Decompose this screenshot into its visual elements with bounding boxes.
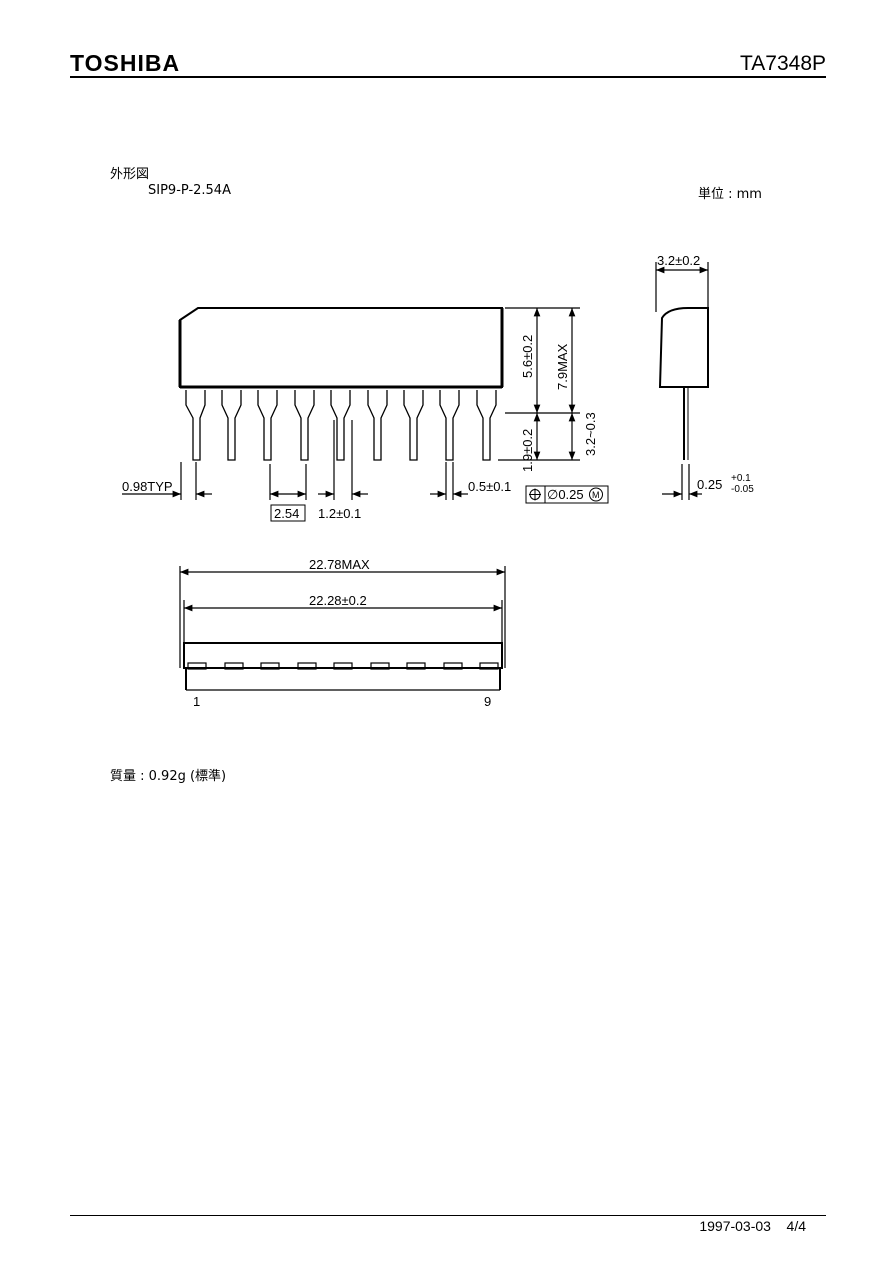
part-number: TA7348P xyxy=(740,52,826,75)
leads xyxy=(185,390,497,461)
package-name: SIP9-P-2.54A xyxy=(148,183,231,198)
dim-side-width: 3.2±0.2 xyxy=(657,253,700,268)
unit-label: 単位 : mm xyxy=(698,187,762,202)
dim-position-tol: ∅0.25 xyxy=(547,487,584,502)
dim-lead-tol-plus: +0.1 xyxy=(731,473,751,484)
dim-lead-thickness: 0.25 xyxy=(697,477,722,492)
brand-logo: TOSHIBA xyxy=(70,50,181,76)
bottom-leads xyxy=(187,662,499,670)
dim-lead-length: 1.9±0.2 xyxy=(520,429,535,472)
dim-lead-width: 0.5±0.1 xyxy=(468,479,511,494)
header-rule xyxy=(70,76,826,78)
mass-note: 質量 : 0.92g (標準) xyxy=(110,769,227,784)
dim-lead-tol-minus: -0.05 xyxy=(731,484,754,495)
dim-position-mod: M xyxy=(592,490,600,500)
footer-rule xyxy=(70,1215,826,1216)
side-view-body xyxy=(658,307,709,388)
dim-total-height: 7.9MAX xyxy=(555,343,570,390)
dim-overall-length: 22.78MAX xyxy=(309,557,370,572)
footer-date: 1997-03-03 xyxy=(699,1218,771,1234)
pin-9-label: 9 xyxy=(484,694,491,709)
dim-shoulder-width: 1.2±0.1 xyxy=(318,506,361,521)
footer: 1997-03-03 4/4 xyxy=(699,1218,806,1234)
bottom-view-body xyxy=(183,642,503,669)
dim-lead-span: 3.2~0.3 xyxy=(583,412,598,456)
section-title: 外形図 xyxy=(110,167,150,182)
pin-1-label: 1 xyxy=(193,694,200,709)
dim-typ-offset: 0.98TYP xyxy=(122,479,173,494)
dim-body-length: 22.28±0.2 xyxy=(309,593,367,608)
dim-pitch: 2.54 xyxy=(274,506,299,521)
dim-body-height: 5.6±0.2 xyxy=(520,335,535,378)
package-body xyxy=(179,307,503,388)
footer-page: 4/4 xyxy=(786,1218,806,1234)
